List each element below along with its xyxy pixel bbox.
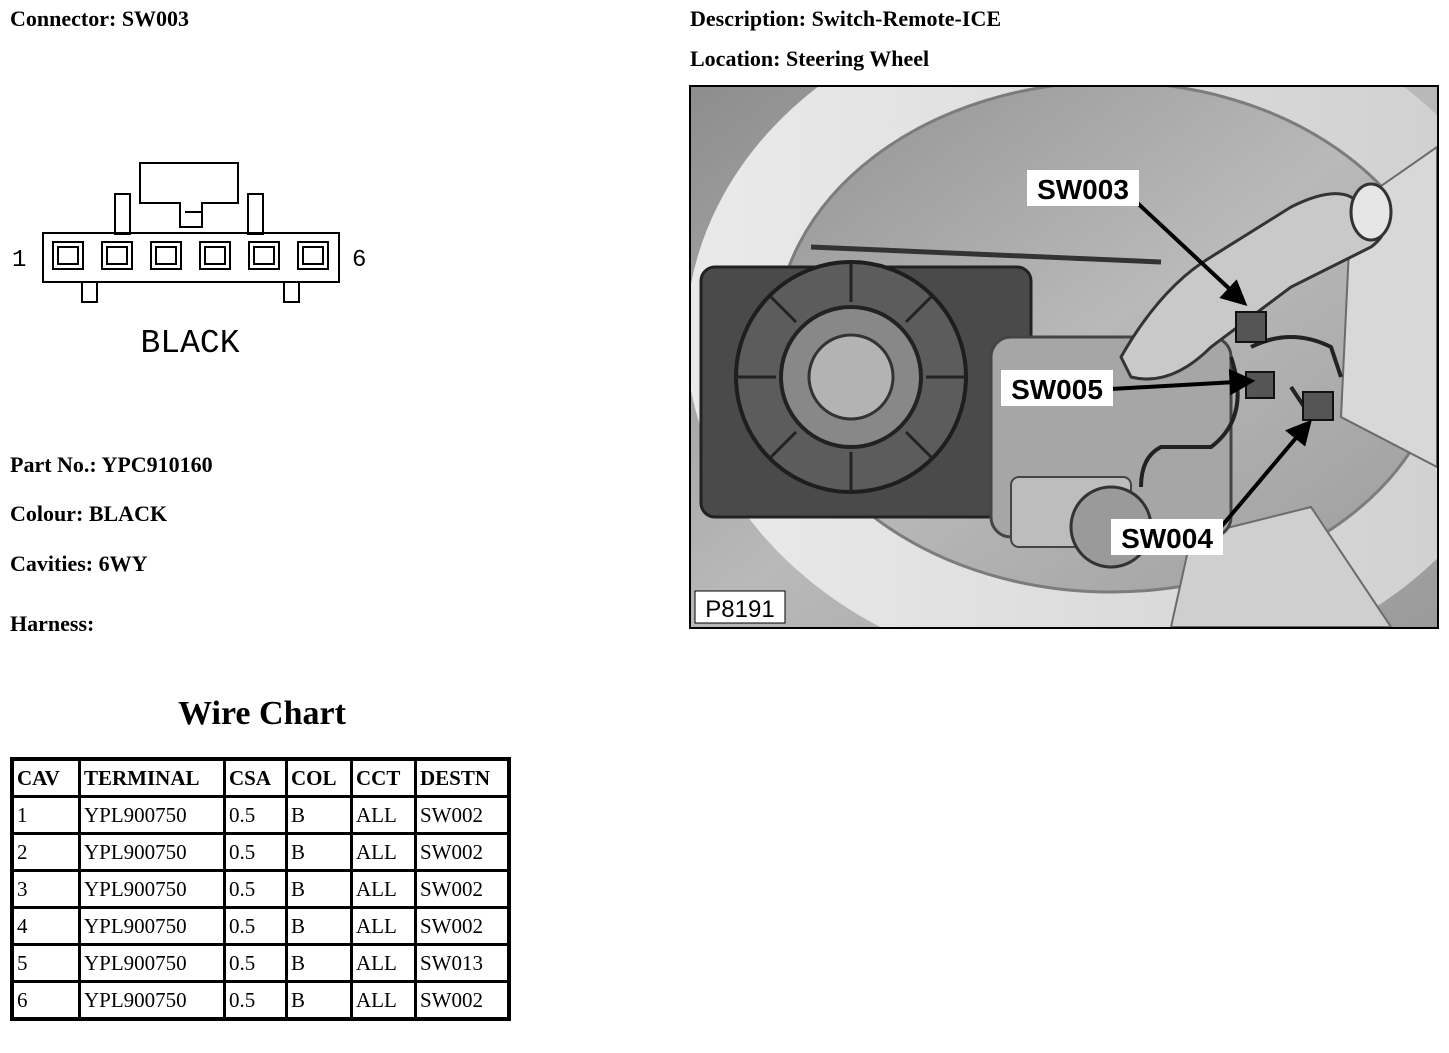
cell-cav: 6: [10, 980, 81, 1021]
harness-field: Harness:: [10, 611, 94, 637]
table-row: 5 YPL900750 0.5 B ALL SW013: [10, 943, 511, 983]
table-header-row: CAV TERMINAL CSA COL CCT DESTN: [10, 757, 511, 798]
cell-csa: 0.5: [223, 980, 288, 1021]
cell-col: B: [285, 832, 353, 872]
table-row: 6 YPL900750 0.5 B ALL SW002: [10, 980, 511, 1021]
connector-label: Connector:: [10, 6, 117, 31]
cell-csa: 0.5: [223, 795, 288, 835]
table-row: 2 YPL900750 0.5 B ALL SW002: [10, 832, 511, 872]
pin-label-last: 6: [352, 247, 366, 274]
cell-cav: 2: [10, 832, 81, 872]
cell-terminal: YPL900750: [78, 906, 226, 946]
header-destn: DESTN: [414, 757, 511, 798]
callout-sw005: SW005: [1011, 374, 1103, 405]
location-label: Location:: [690, 46, 781, 71]
cell-cav: 1: [10, 795, 81, 835]
cavities-value: 6WY: [98, 551, 148, 576]
pin-label-first: 1: [12, 247, 26, 274]
header-cav: CAV: [10, 757, 81, 798]
cell-destn: SW002: [414, 869, 511, 909]
header-csa: CSA: [223, 757, 288, 798]
cell-destn: SW002: [414, 795, 511, 835]
cell-cct: ALL: [350, 943, 417, 983]
description-label: Description:: [690, 6, 807, 31]
cell-csa: 0.5: [223, 906, 288, 946]
cell-csa: 0.5: [223, 832, 288, 872]
table-row: 1 YPL900750 0.5 B ALL SW002: [10, 795, 511, 835]
cell-cav: 3: [10, 869, 81, 909]
description-field: Description: Switch-Remote-ICE: [690, 6, 1001, 32]
location-photo: SW003 SW005 SW004 P8191: [689, 85, 1439, 629]
part-no-label: Part No.:: [10, 452, 97, 477]
cavities-field: Cavities: 6WY: [10, 551, 147, 577]
cell-col: B: [285, 980, 353, 1021]
part-no-value: YPC910160: [101, 452, 213, 477]
cell-terminal: YPL900750: [78, 943, 226, 983]
description-value: Switch-Remote-ICE: [811, 6, 1001, 31]
colour-label: Colour:: [10, 501, 84, 526]
connector-latch: [139, 162, 239, 228]
cell-destn: SW002: [414, 906, 511, 946]
cell-col: B: [285, 943, 353, 983]
cell-terminal: YPL900750: [78, 795, 226, 835]
table-row: 3 YPL900750 0.5 B ALL SW002: [10, 869, 511, 909]
connector-body: [42, 232, 340, 283]
wire-chart-table: CAV TERMINAL CSA COL CCT DESTN 1 YPL9007…: [10, 757, 511, 1021]
location-value: Steering Wheel: [785, 46, 930, 71]
figure-id: P8191: [705, 596, 774, 623]
callout-sw004: SW004: [1121, 523, 1213, 554]
cell-destn: SW002: [414, 832, 511, 872]
harness-label: Harness:: [10, 611, 95, 636]
connector-post-left: [114, 193, 131, 235]
header-cct: CCT: [350, 757, 417, 798]
cell-col: B: [285, 795, 353, 835]
cavities-label: Cavities:: [10, 551, 94, 576]
cell-terminal: YPL900750: [78, 980, 226, 1021]
cell-cav: 5: [10, 943, 81, 983]
steering-wheel-illustration: SW003 SW005 SW004 P8191: [691, 87, 1437, 627]
connector-value: SW003: [121, 6, 190, 31]
cell-cct: ALL: [350, 869, 417, 909]
header-terminal: TERMINAL: [78, 757, 226, 798]
connector-field: Connector: SW003: [10, 6, 189, 32]
cell-destn: SW013: [414, 943, 511, 983]
connector-colour-label: BLACK: [140, 325, 239, 362]
cell-terminal: YPL900750: [78, 832, 226, 872]
callout-sw003: SW003: [1037, 174, 1129, 205]
wire-chart-title: Wire Chart: [178, 695, 346, 732]
cell-cct: ALL: [350, 906, 417, 946]
cell-destn: SW002: [414, 980, 511, 1021]
cell-cct: ALL: [350, 980, 417, 1021]
header-col: COL: [285, 757, 353, 798]
cell-cct: ALL: [350, 795, 417, 835]
connector-foot-right: [283, 281, 300, 303]
connector-diagram: 1 6 BLACK: [12, 162, 366, 362]
cell-csa: 0.5: [223, 869, 288, 909]
wire-chart: CAV TERMINAL CSA COL CCT DESTN 1 YPL9007…: [10, 757, 511, 1021]
connector-post-right: [247, 193, 264, 235]
cell-cct: ALL: [350, 832, 417, 872]
part-no-field: Part No.: YPC910160: [10, 452, 213, 478]
cell-cav: 4: [10, 906, 81, 946]
colour-value: BLACK: [88, 501, 168, 526]
cell-csa: 0.5: [223, 943, 288, 983]
cell-col: B: [285, 869, 353, 909]
table-row: 4 YPL900750 0.5 B ALL SW002: [10, 906, 511, 946]
cell-col: B: [285, 906, 353, 946]
colour-field: Colour: BLACK: [10, 501, 167, 527]
connector-cavities: [52, 241, 329, 270]
location-field: Location: Steering Wheel: [690, 46, 929, 72]
connector-foot-left: [81, 281, 98, 303]
cell-terminal: YPL900750: [78, 869, 226, 909]
